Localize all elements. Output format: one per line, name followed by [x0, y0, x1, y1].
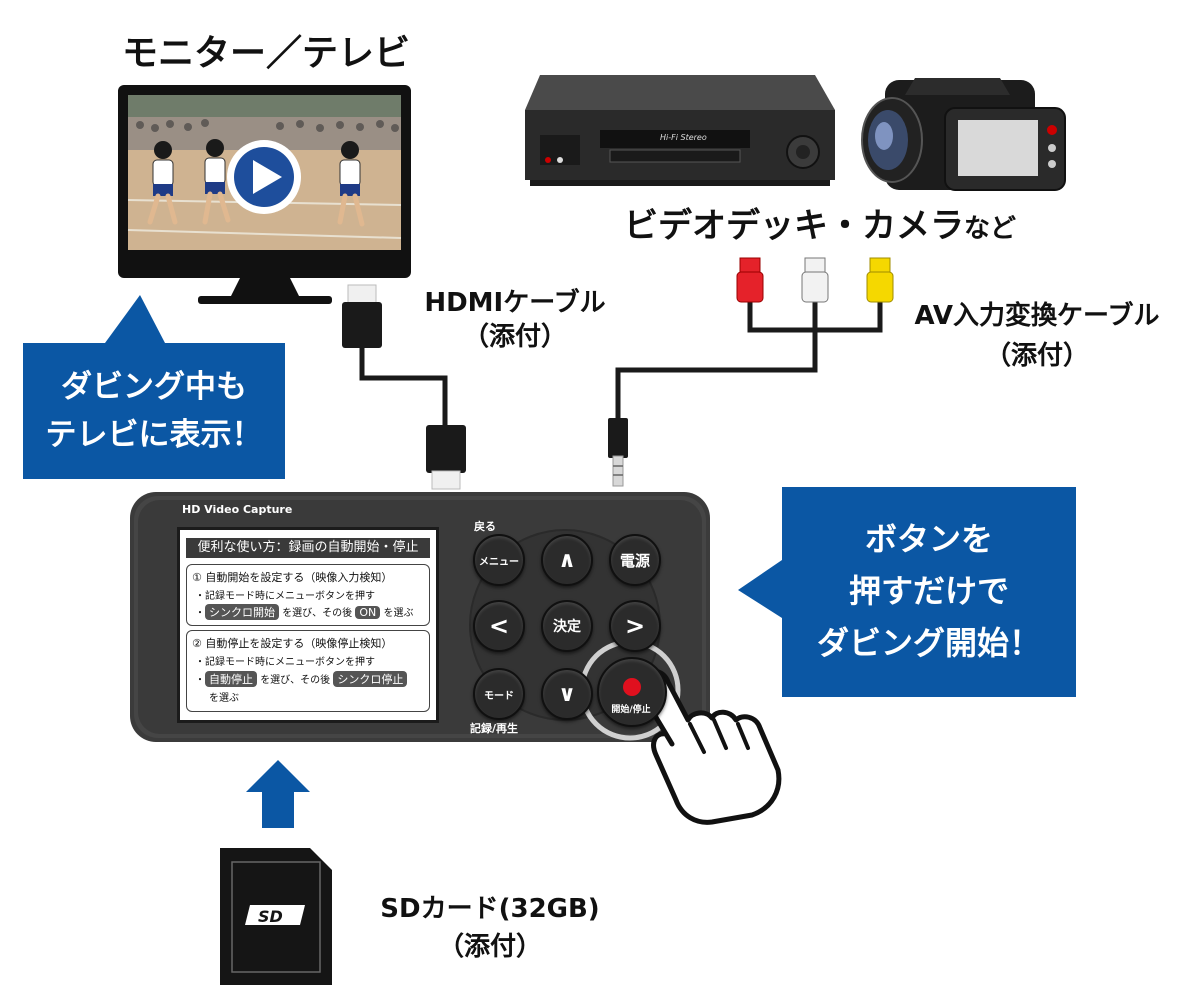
rca-white-plug: [801, 257, 829, 303]
monitor-label: モニター／テレビ: [122, 33, 411, 74]
sd-logo-icon: SD: [245, 905, 305, 926]
vcr-panel-text: Hi-Fi Stereo: [660, 133, 707, 142]
hdmi-included-label: （添付）: [462, 322, 567, 352]
box1-line1: ・記録モード時にメニューボタンを押す: [195, 591, 375, 602]
down-button[interactable]: ∨: [541, 668, 593, 720]
ok-button[interactable]: 決定: [541, 600, 593, 652]
rca-yellow-plug: [866, 257, 894, 303]
record-dot-icon: [623, 678, 641, 696]
box1-chip-sync-start: シンクロ開始: [205, 604, 279, 620]
hdmi-label-group: HDMIケーブル （添付）: [405, 286, 625, 354]
rec-play-label: 記録/再生: [470, 722, 519, 735]
back-label: 戻る: [474, 520, 496, 533]
device-screen: 便利な使い方：録画の自動開始・停止 ① 自動開始を設定する（映像入力検知） ・記…: [177, 527, 439, 723]
box2-line2-mid: を選び、その後: [260, 675, 331, 686]
av-label-group: AV入力変換ケーブル （添付）: [892, 296, 1182, 376]
upload-arrow-icon: [246, 760, 310, 828]
menu-button[interactable]: メニュー: [473, 534, 525, 586]
box1-line2-mid: を選び、その後: [282, 608, 353, 619]
box2-chip-sync-stop: シンクロ停止: [333, 671, 408, 687]
sd-included-label: （添付）: [437, 932, 542, 962]
left-button[interactable]: <: [473, 600, 525, 652]
vcr-illustration: [525, 75, 835, 186]
screen-box-auto-stop: ② 自動停止を設定する（映像停止検知） ・記録モード時にメニューボタンを押す ・…: [186, 630, 430, 712]
hdmi-cable-label: HDMIケーブル: [424, 288, 606, 318]
svg-text:SD: SD: [258, 907, 283, 926]
rca-red-plug: [736, 257, 764, 303]
vcr-camera-suffix: など: [964, 214, 1017, 244]
monitor-illustration: [118, 85, 411, 304]
pointing-hand-icon: [636, 668, 782, 825]
right-callout-pointer: [738, 560, 782, 618]
box1-line2: ・シンクロ開始 を選び、その後 ON を選ぶ: [195, 604, 414, 620]
right-callout-line2: 押すだけで: [848, 572, 1009, 610]
left-callout-pointer: [105, 295, 165, 343]
av-included-label: （添付）: [984, 341, 1089, 371]
start-stop-label: 開始/停止: [611, 705, 651, 715]
box1-line2-end: を選ぶ: [383, 608, 414, 619]
right-callout-line1: ボタンを: [864, 520, 993, 558]
play-circle-icon[interactable]: [227, 140, 301, 214]
left-callout-line1: ダビング中も: [61, 369, 247, 405]
power-button[interactable]: 電源: [609, 534, 661, 586]
box2-chip-auto-stop: 自動停止: [205, 671, 257, 687]
right-callout-line3: ダビング開始！: [816, 624, 1041, 662]
right-callout: ボタンを 押すだけで ダビング開始！: [782, 487, 1076, 697]
box2-line3: を選ぶ: [209, 693, 239, 704]
up-button[interactable]: ∧: [541, 534, 593, 586]
box1-heading: ① 自動開始を設定する（映像入力検知）: [192, 571, 393, 584]
vcr-camera-label: ビデオデッキ・カメラ: [624, 206, 964, 246]
mode-button[interactable]: モード: [473, 668, 525, 720]
vcr-camera-label-group: ビデオデッキ・カメラなど: [624, 198, 1016, 247]
screen-title: 便利な使い方：録画の自動開始・停止: [186, 538, 430, 558]
sd-label-group: SDカード(32GB) （添付）: [360, 890, 620, 966]
box2-heading: ② 自動停止を設定する（映像停止検知）: [192, 637, 393, 650]
sd-card-label: SDカード(32GB): [380, 894, 600, 924]
av-cable-label: AV入力変換ケーブル: [914, 301, 1160, 331]
screen-box-auto-start: ① 自動開始を設定する（映像入力検知） ・記録モード時にメニューボタンを押す ・…: [186, 564, 430, 626]
box1-chip-on: ON: [355, 606, 381, 619]
sd-card-illustration: SD: [220, 848, 332, 985]
av-cable: [608, 257, 894, 487]
hdmi-cable: [342, 284, 466, 490]
box2-line2: ・自動停止 を選び、その後 シンクロ停止: [195, 671, 408, 687]
start-stop-button[interactable]: [597, 657, 667, 727]
box2-line1: ・記録モード時にメニューボタンを押す: [195, 657, 375, 668]
device-brand: HD Video Capture: [182, 503, 293, 516]
camcorder-illustration: [861, 78, 1066, 191]
left-callout: ダビング中も テレビに表示！: [23, 343, 285, 479]
right-button[interactable]: >: [609, 600, 661, 652]
left-callout-line2: テレビに表示！: [45, 417, 263, 453]
